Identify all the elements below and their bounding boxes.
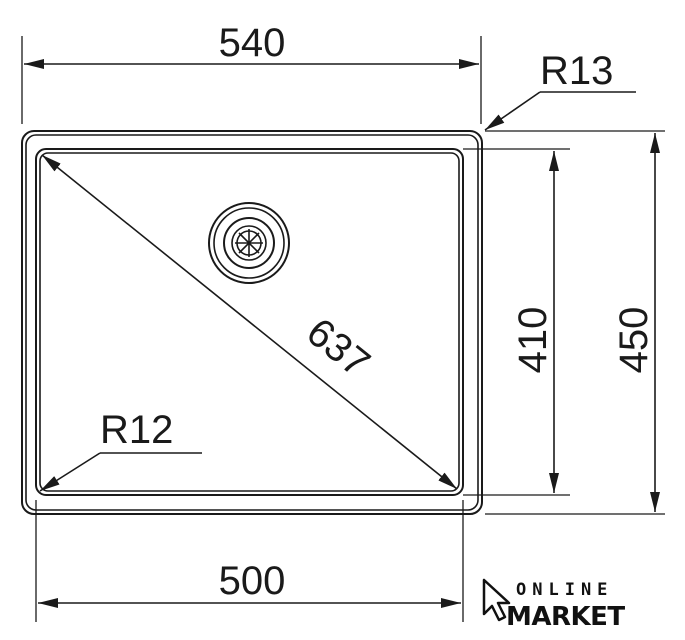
logo-line-2: MARKET [506, 602, 625, 632]
drain-icon [208, 202, 290, 284]
label-bowl-height: 410 [511, 307, 555, 374]
dimension-bowl-width: 500 [35, 500, 464, 622]
cursor-arrow-icon [482, 578, 511, 622]
dimension-outer-width: 540 [21, 21, 482, 124]
logo-line-1: ONLINE [516, 580, 613, 600]
label-bowl-width: 500 [219, 559, 286, 603]
dimension-outer-height: 450 [485, 130, 665, 515]
dimension-inner-radius: R12 [39, 408, 202, 492]
dimension-outer-radius: R13 [484, 49, 636, 131]
brand-logo: ONLINE MARKET [482, 578, 626, 632]
label-outer-width: 540 [219, 21, 286, 65]
label-outer-height: 450 [612, 307, 656, 374]
label-outer-radius: R13 [540, 49, 613, 93]
dimension-bowl-height: 410 [463, 148, 570, 496]
sink-outline [21, 130, 483, 515]
label-diagonal: 637 [298, 310, 378, 386]
bowl-outline [35, 148, 464, 496]
label-inner-radius: R12 [100, 408, 173, 452]
